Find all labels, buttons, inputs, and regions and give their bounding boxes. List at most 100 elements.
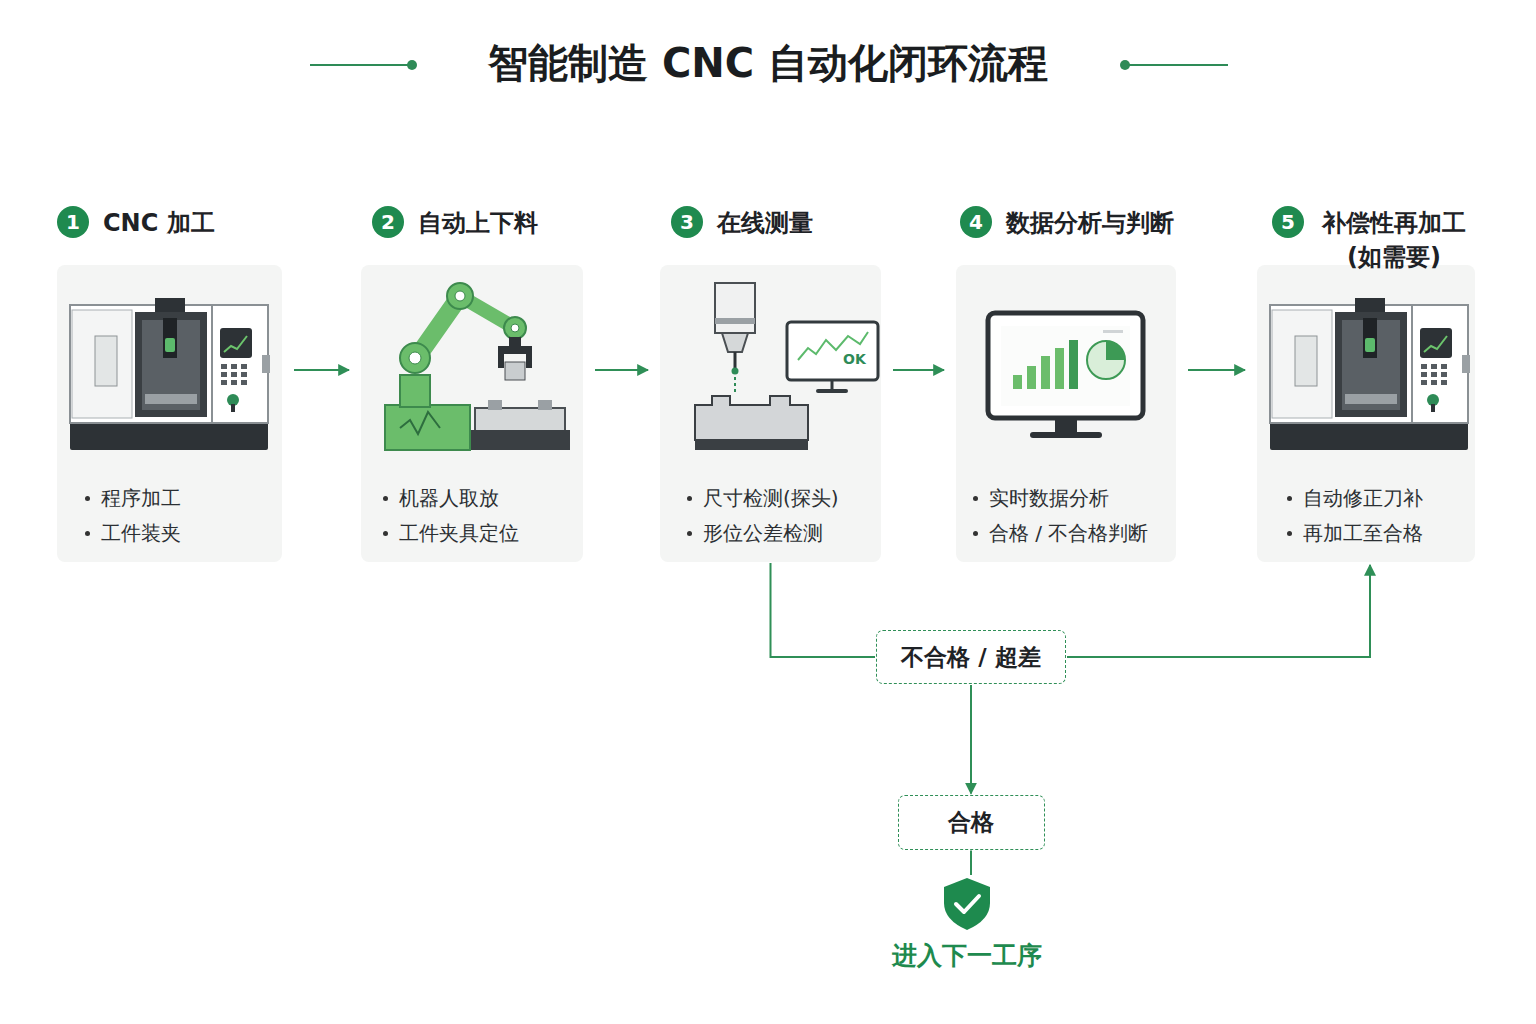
bullet-list: 实时数据分析合格 / 不合格判断 bbox=[973, 481, 1148, 551]
probe-measurement bbox=[734, 377, 736, 392]
shield-icon bbox=[944, 878, 990, 930]
probe-measurement bbox=[695, 440, 808, 450]
robot-arm bbox=[475, 408, 565, 432]
bullet-dot bbox=[85, 531, 90, 536]
bullet-list: 机器人取放工件夹具定位 bbox=[383, 481, 519, 551]
analysis-monitor bbox=[988, 313, 1143, 418]
robot-arm bbox=[409, 352, 421, 364]
card-background bbox=[361, 265, 583, 562]
bullet-row: 自动修正刀补 bbox=[1287, 481, 1423, 516]
probe-measurement bbox=[831, 380, 834, 390]
step-card: 5补偿性再加工 (如需要)自动修正刀补再加工至合格 bbox=[1257, 265, 1475, 562]
step-number: 5 bbox=[1272, 206, 1304, 238]
analysis-monitor bbox=[1087, 341, 1125, 379]
step-number: 4 bbox=[960, 206, 992, 238]
card-background bbox=[1257, 265, 1475, 562]
result-text: 进入下一工序 bbox=[867, 939, 1067, 972]
bullet-text: 机器人取放 bbox=[399, 485, 499, 512]
bullet-dot bbox=[383, 531, 388, 536]
robot-arm bbox=[488, 400, 502, 410]
robot-arm bbox=[385, 283, 570, 450]
bullet-text: 工件装夹 bbox=[101, 520, 181, 547]
result-node: 进入下一工序 bbox=[867, 876, 1067, 976]
robot-arm bbox=[447, 283, 473, 309]
bullet-row: 机器人取放 bbox=[383, 481, 519, 516]
bullet-dot bbox=[85, 496, 90, 501]
analysis-monitor bbox=[1069, 340, 1078, 389]
flow-connector bbox=[1188, 369, 1245, 371]
probe-measurement bbox=[816, 389, 848, 393]
probe-measurement bbox=[715, 318, 755, 324]
bullet-text: 尺寸检测(探头) bbox=[703, 485, 839, 512]
bullet-row: 工件夹具定位 bbox=[383, 516, 519, 551]
bullet-dot bbox=[687, 531, 692, 536]
analysis-monitor bbox=[1103, 330, 1123, 333]
analysis-monitor bbox=[1106, 341, 1125, 360]
bullet-text: 自动修正刀补 bbox=[1303, 485, 1423, 512]
title-decoration bbox=[310, 64, 408, 66]
screen-label: OK bbox=[843, 351, 866, 367]
probe-measurement bbox=[734, 352, 737, 368]
flow-connector bbox=[970, 851, 972, 876]
probe-measurement bbox=[695, 283, 878, 450]
analysis-monitor bbox=[1055, 348, 1064, 389]
bullet-list: 程序加工工件装夹 bbox=[85, 481, 181, 551]
flow-connector bbox=[893, 369, 944, 371]
bullet-row: 再加工至合格 bbox=[1287, 516, 1423, 551]
bullet-text: 程序加工 bbox=[101, 485, 181, 512]
robot-arm bbox=[511, 324, 519, 332]
robot-arm bbox=[400, 375, 430, 407]
step-heading: 自动上下料 bbox=[418, 206, 538, 240]
shield-icon bbox=[944, 878, 990, 930]
probe-measurement bbox=[732, 368, 739, 375]
step-number: 1 bbox=[57, 206, 89, 238]
step-header: 4 数据分析与判断 bbox=[960, 206, 1174, 240]
step-header: 5 补偿性再加工 (如需要) bbox=[1272, 206, 1470, 274]
robot-arm bbox=[526, 352, 532, 368]
bullet-dot bbox=[1287, 496, 1292, 501]
bullet-text: 形位公差检测 bbox=[703, 520, 823, 547]
probe-measurement bbox=[787, 322, 878, 380]
step-card: 1CNC 加工程序加工工件装夹 bbox=[57, 265, 282, 562]
bullet-dot bbox=[1287, 531, 1292, 536]
title-decoration bbox=[1120, 60, 1130, 70]
title-decoration bbox=[1129, 64, 1228, 66]
box-text: 合格 bbox=[948, 807, 994, 838]
box-text: 不合格 / 超差 bbox=[901, 642, 1040, 673]
bullet-text: 工件夹具定位 bbox=[399, 520, 519, 547]
bullet-row: 实时数据分析 bbox=[973, 481, 1148, 516]
step-heading: 数据分析与判断 bbox=[1006, 206, 1174, 240]
bullet-dot bbox=[687, 496, 692, 501]
robot-arm bbox=[400, 343, 430, 373]
card-background bbox=[57, 265, 282, 562]
shield-icon bbox=[956, 896, 979, 912]
bullet-row: 程序加工 bbox=[85, 481, 181, 516]
step-card: 3在线测量尺寸检测(探头)形位公差检测 bbox=[660, 265, 881, 562]
robot-arm bbox=[505, 362, 525, 380]
step-number: 3 bbox=[671, 206, 703, 238]
step-header: 3在线测量 bbox=[671, 206, 813, 240]
bullet-dot bbox=[973, 496, 978, 501]
cnc-machine bbox=[70, 298, 270, 450]
probe-measurement bbox=[695, 396, 808, 440]
bullet-text: 合格 / 不合格判断 bbox=[989, 520, 1148, 547]
step-heading: 补偿性再加工 (如需要) bbox=[1318, 206, 1470, 274]
analysis-monitor bbox=[1001, 326, 1130, 406]
analysis-monitor bbox=[988, 313, 1143, 438]
robot-arm bbox=[465, 430, 570, 450]
analysis-monitor bbox=[1055, 418, 1077, 432]
robot-arm bbox=[498, 352, 504, 368]
robot-arm bbox=[504, 317, 526, 339]
card-background bbox=[956, 265, 1176, 562]
decision-box: 合格 bbox=[898, 795, 1045, 850]
robot-arm bbox=[400, 412, 440, 434]
flow-connector bbox=[771, 563, 876, 657]
step-number: 2 bbox=[372, 206, 404, 238]
bullet-dot bbox=[973, 531, 978, 536]
robot-arm bbox=[455, 291, 465, 301]
robot-arm bbox=[509, 337, 521, 347]
